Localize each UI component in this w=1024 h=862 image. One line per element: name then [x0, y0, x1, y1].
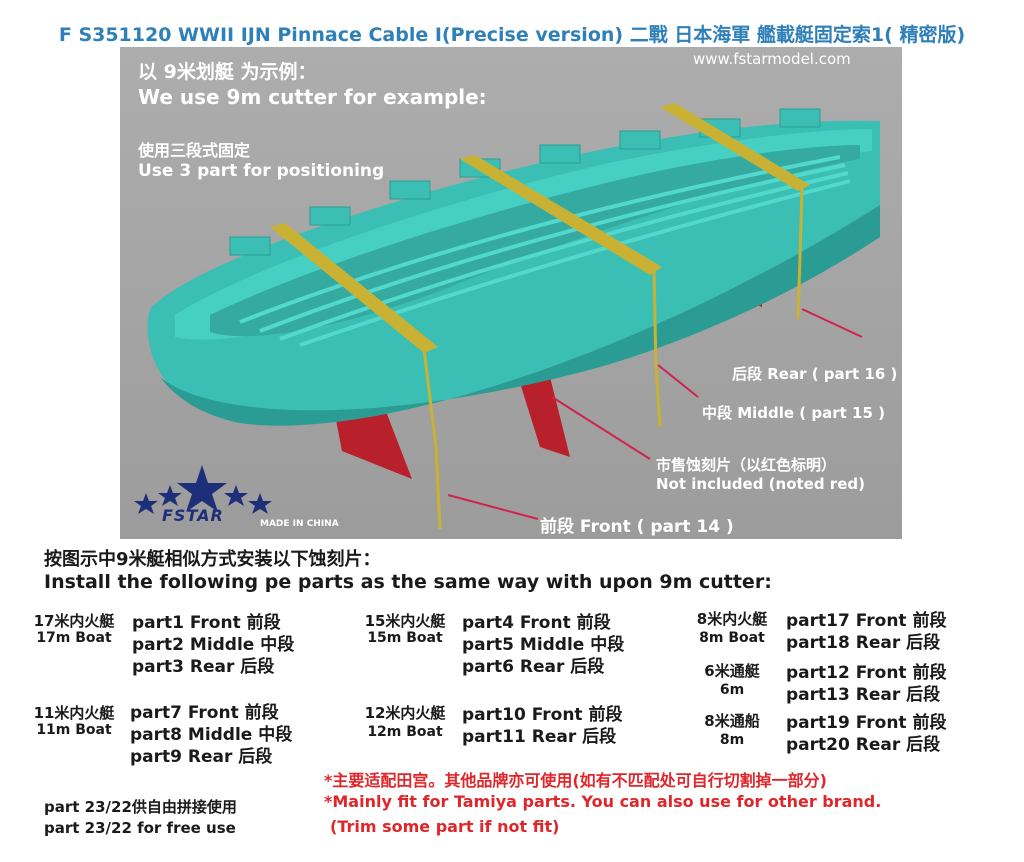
part-line: part7 Front 前段	[130, 703, 279, 723]
page-title: F S351120 WWII IJN Pinnace Cable I(Preci…	[58, 24, 966, 46]
group-11m: 11米内火艇 11m Boat part7 Front 前段 part8 Mid…	[22, 698, 322, 768]
label-not-included-en: Not included (noted red)	[656, 475, 865, 493]
group-6m: 6米通艇 6m part12 Front 前段 part13 Rear 后段	[684, 658, 984, 706]
group-17m: 17米内火艇 17m Boat part1 Front 前段 part2 Mid…	[22, 608, 322, 678]
part-line: part20 Rear 后段	[786, 735, 941, 755]
part-line: part2 Middle 中段	[132, 635, 295, 655]
part-line: part8 Middle 中段	[130, 725, 293, 745]
part-line: part10 Front 前段	[462, 705, 623, 725]
label-middle: 中段 Middle ( part 15 )	[702, 404, 885, 422]
group-en-label: 15m Boat	[367, 630, 443, 646]
part-line: part19 Front 前段	[786, 713, 947, 733]
floor-slats	[239, 155, 851, 347]
label-not-included-cn: 市售蚀刻片（以红色标明）	[656, 456, 837, 474]
group-cn-label: 8米通船	[704, 712, 760, 730]
group-8m-boat: 8米内火艇 8m Boat part17 Front 前段 part18 Rea…	[684, 606, 984, 654]
instruction-en: Install the following pe parts as the sa…	[44, 571, 772, 593]
group-8m-ship: 8米通船 8m part19 Front 前段 part20 Rear 后段	[684, 708, 984, 756]
positioning-cn: 使用三段式固定	[138, 141, 251, 160]
brand-stars	[134, 465, 272, 514]
free-use-en: part 23/22 for free use	[44, 819, 236, 837]
group-cn-label: 17米内火艇	[33, 612, 115, 630]
note-en: *Mainly fit for Tamiya parts. You can al…	[324, 792, 882, 811]
part-line: part3 Rear 后段	[132, 657, 275, 677]
group-en-label: 8m	[719, 732, 745, 748]
label-front: 前段 Front ( part 14 )	[540, 517, 734, 537]
part-line: part1 Front 前段	[132, 613, 281, 633]
part-line: part17 Front 前段	[786, 611, 947, 631]
part-line: part13 Rear 后段	[786, 685, 941, 705]
positioning-en: Use 3 part for positioning	[138, 161, 385, 181]
bracket-middle	[520, 377, 570, 457]
gunwale-tholes	[229, 108, 821, 256]
part-line: part5 Middle 中段	[462, 635, 625, 655]
cable-straps	[270, 103, 810, 353]
website-text[interactable]: www.fstarmodel.com	[693, 50, 851, 68]
part-line: part6 Rear 后段	[462, 657, 605, 677]
made-in-text: MADE IN CHINA	[260, 519, 339, 529]
note-trim: (Trim some part if not fit)	[330, 817, 560, 836]
instruction-cn: 按图示中9米艇相似方式安装以下蚀刻片：	[44, 549, 381, 570]
brand-logo: FSTAR	[162, 506, 224, 525]
boat-illustration	[134, 103, 880, 530]
part-line: part9 Rear 后段	[130, 747, 273, 767]
group-cn-label: 11米内火艇	[33, 704, 115, 722]
example-cn: 以 9米划艇 为示例：	[138, 61, 317, 83]
group-cn-label: 12米内火艇	[364, 704, 446, 722]
group-15m: 15米内火艇 15m Boat part4 Front 前段 part5 Mid…	[352, 608, 662, 678]
part-line: part4 Front 前段	[462, 613, 611, 633]
illustration-panel: www.fstarmodel.com 以 9米划艇 为示例： We use 9m…	[120, 47, 902, 539]
group-en-label: 6m	[719, 682, 745, 698]
label-rear: 后段 Rear ( part 16 )	[732, 365, 898, 383]
group-en-label: 17m Boat	[36, 630, 112, 646]
example-en: We use 9m cutter for example:	[138, 85, 487, 109]
group-12m: 12米内火艇 12m Boat part10 Front 前段 part11 R…	[352, 700, 662, 748]
part-line: part18 Rear 后段	[786, 633, 941, 653]
part-line: part11 Rear 后段	[462, 727, 617, 747]
group-en-label: 8m Boat	[699, 630, 765, 646]
note-cn: *主要适配田宫。其他品牌亦可使用(如有不匹配处可自行切割掉一部分)	[324, 771, 827, 790]
group-cn-label: 8米内火艇	[696, 610, 768, 628]
hull-shadow	[160, 205, 880, 426]
cable-chains	[422, 186, 804, 530]
part-line: part12 Front 前段	[786, 663, 947, 683]
leader-lines	[447, 308, 863, 520]
free-use-cn: part 23/22供自由拼接使用	[44, 798, 237, 816]
group-cn-label: 6米通艇	[704, 662, 760, 680]
group-cn-label: 15米内火艇	[364, 612, 446, 630]
group-en-label: 11m Boat	[36, 722, 112, 738]
group-en-label: 12m Boat	[367, 724, 443, 740]
